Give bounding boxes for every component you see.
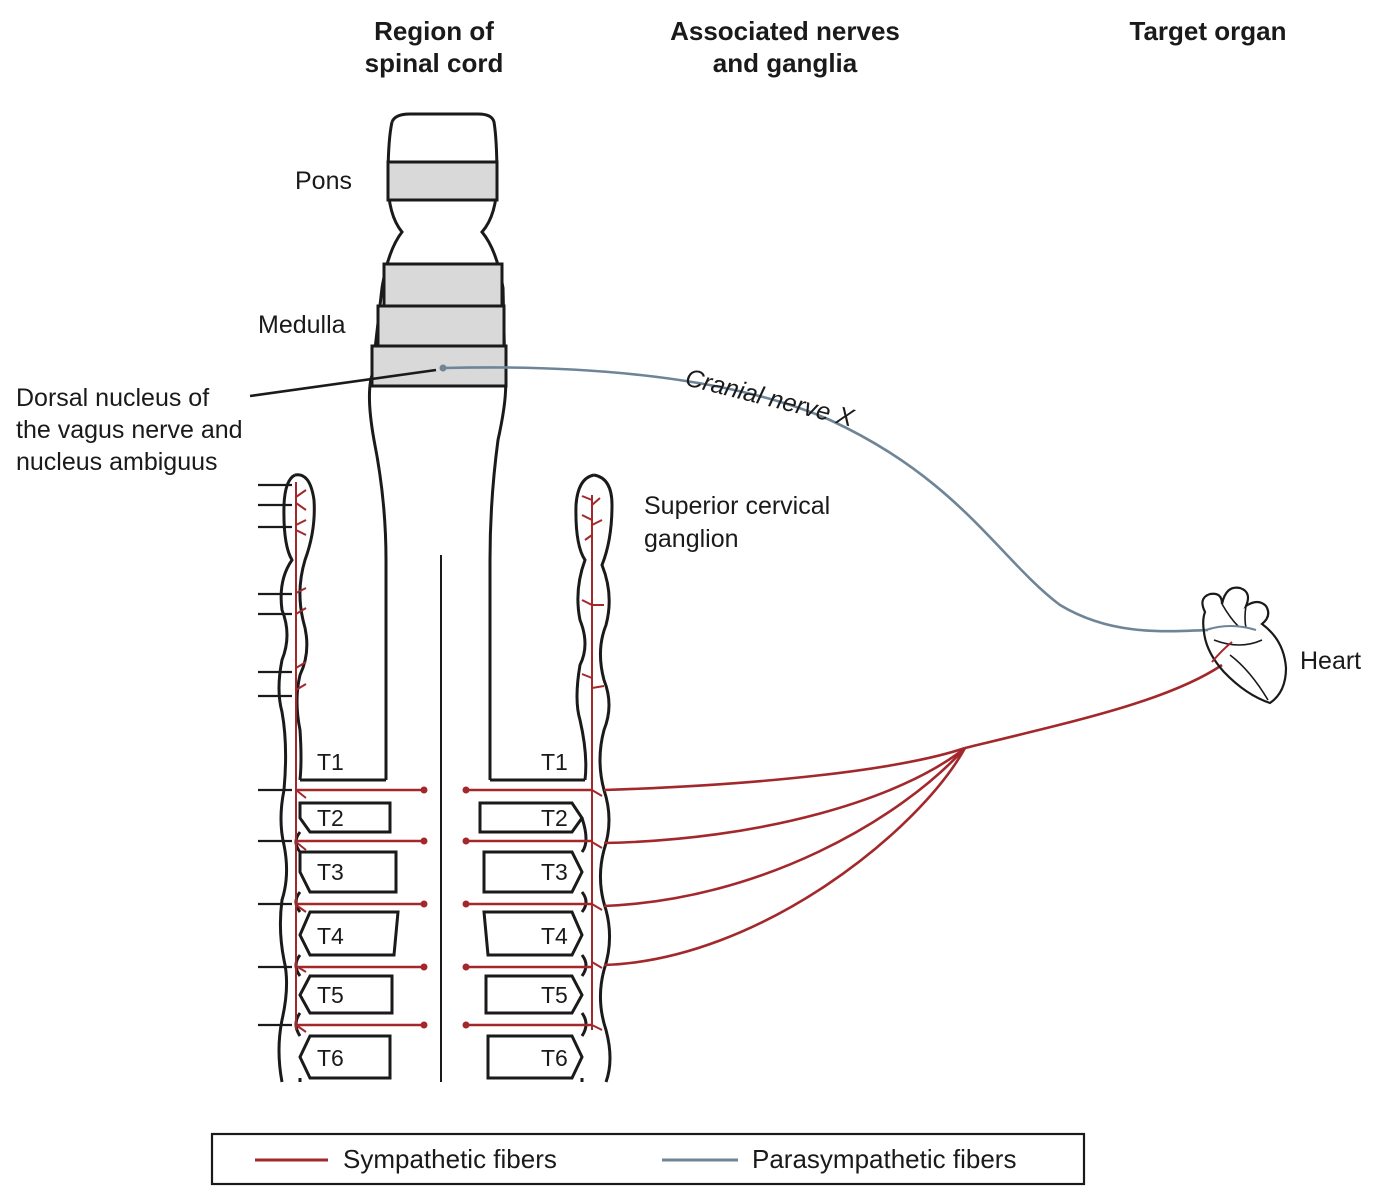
- left-spinal-roots: [296, 788, 424, 1027]
- vagus-nucleus-dot: [439, 364, 447, 372]
- segment-label-right-t2: T2: [541, 805, 568, 831]
- segment-label-right-t5: T5: [541, 982, 568, 1008]
- dorsal-nucleus-label-line2: the vagus nerve and: [16, 416, 243, 444]
- legend-box: [210, 1132, 1086, 1186]
- segment-right-t5: [484, 974, 584, 1015]
- right-chain-outline-outer: [593, 473, 614, 1083]
- heart-label: Heart: [1300, 647, 1361, 675]
- heart-icon: [1201, 586, 1288, 705]
- brainstem-right-outline: [367, 121, 404, 780]
- medulla-band-middle: [376, 304, 506, 348]
- cardiac-nerve-trunk: [964, 663, 1223, 750]
- brainstem: [300, 112, 585, 1082]
- heart-vagus-branch: [1205, 625, 1257, 631]
- left-sympathetic-chain: [258, 473, 428, 1083]
- pons-band: [386, 160, 499, 202]
- vagus-nerve-path: [442, 366, 1209, 633]
- right-root-dots: [462, 786, 470, 1029]
- cardiac-nerve-t1: [603, 746, 966, 792]
- segment-left-t3: [298, 850, 398, 894]
- legend-label-parasympathetic: Parasympathetic fibers: [752, 1144, 1016, 1174]
- segment-label-left-t4: T4: [317, 923, 344, 949]
- segment-label-right-t4: T4: [541, 923, 568, 949]
- cardiac-nerve-t2: [603, 746, 966, 845]
- cardiac-nerve-t3: [603, 747, 966, 908]
- header-region-line1: Region of: [374, 16, 494, 46]
- left-chain-outline-inner: [294, 473, 316, 781]
- left-chain-branches: [295, 489, 307, 1033]
- segment-label-right-t6: T6: [541, 1045, 568, 1071]
- heart-sympathetic-branch: [1211, 641, 1233, 663]
- segment-right-t4: [482, 910, 584, 957]
- heart-detail-lines: [1213, 603, 1269, 701]
- left-chain-outline-outer: [277, 473, 296, 1083]
- segment-right-t2: [478, 801, 584, 834]
- header-region-line2: spinal cord: [365, 48, 504, 78]
- header-nerves-line1: Associated nerves: [670, 16, 900, 46]
- segment-label-right-t1: T1: [541, 749, 568, 775]
- superior-cervical-label-line1: Superior cervical: [644, 492, 830, 520]
- segment-label-left-t3: T3: [317, 859, 344, 885]
- legend: Sympathetic fibers Parasympathetic fiber…: [210, 1132, 1086, 1186]
- segment-left-t5: [298, 974, 394, 1015]
- right-chain-branches: [581, 495, 605, 1031]
- heart-outline: [1201, 586, 1288, 705]
- header-nerves-line2: and ganglia: [713, 48, 858, 78]
- right-spinal-roots: [466, 788, 592, 1027]
- cranial-nerve-label: Cranial nerve X: [683, 364, 858, 433]
- segment-label-left-t1: T1: [317, 749, 344, 775]
- superior-cervical-ganglion-outline: [574, 473, 595, 781]
- vertebral-segments: [298, 801, 584, 1080]
- right-chain-outline-lower: [580, 817, 588, 1082]
- segment-label-left-t6: T6: [317, 1045, 344, 1071]
- segment-label-left-t2: T2: [317, 805, 344, 831]
- medulla-label: Medulla: [258, 311, 346, 339]
- segment-right-t6: [486, 1034, 584, 1080]
- medulla-band-lower: [370, 344, 508, 388]
- dorsal-nucleus-label-line1: Dorsal nucleus of: [16, 384, 209, 412]
- medulla-band-upper: [382, 262, 504, 308]
- cranial-nerve-x: [439, 364, 1209, 633]
- segment-left-t4: [298, 910, 400, 957]
- segment-left-t6: [298, 1034, 392, 1080]
- segment-right-t3: [482, 850, 584, 894]
- brainstem-left-outline: [390, 112, 508, 780]
- header-target: Target organ: [1130, 16, 1287, 46]
- superior-cervical-label-line2: ganglion: [644, 525, 739, 553]
- left-root-dots: [420, 786, 428, 1029]
- dorsal-nucleus-leader-line: [249, 368, 437, 398]
- pons-label: Pons: [295, 167, 352, 195]
- left-preganglionic-inputs: [258, 483, 292, 1027]
- cardiac-nerve-t4: [603, 747, 967, 967]
- segment-left-t2: [298, 801, 392, 834]
- segment-label-left-t5: T5: [317, 982, 344, 1008]
- dorsal-nucleus-label-line3: nucleus ambiguus: [16, 448, 218, 476]
- cardiac-sympathetic-nerves: [603, 663, 1223, 967]
- legend-label-sympathetic: Sympathetic fibers: [343, 1144, 557, 1174]
- segment-label-right-t3: T3: [541, 859, 568, 885]
